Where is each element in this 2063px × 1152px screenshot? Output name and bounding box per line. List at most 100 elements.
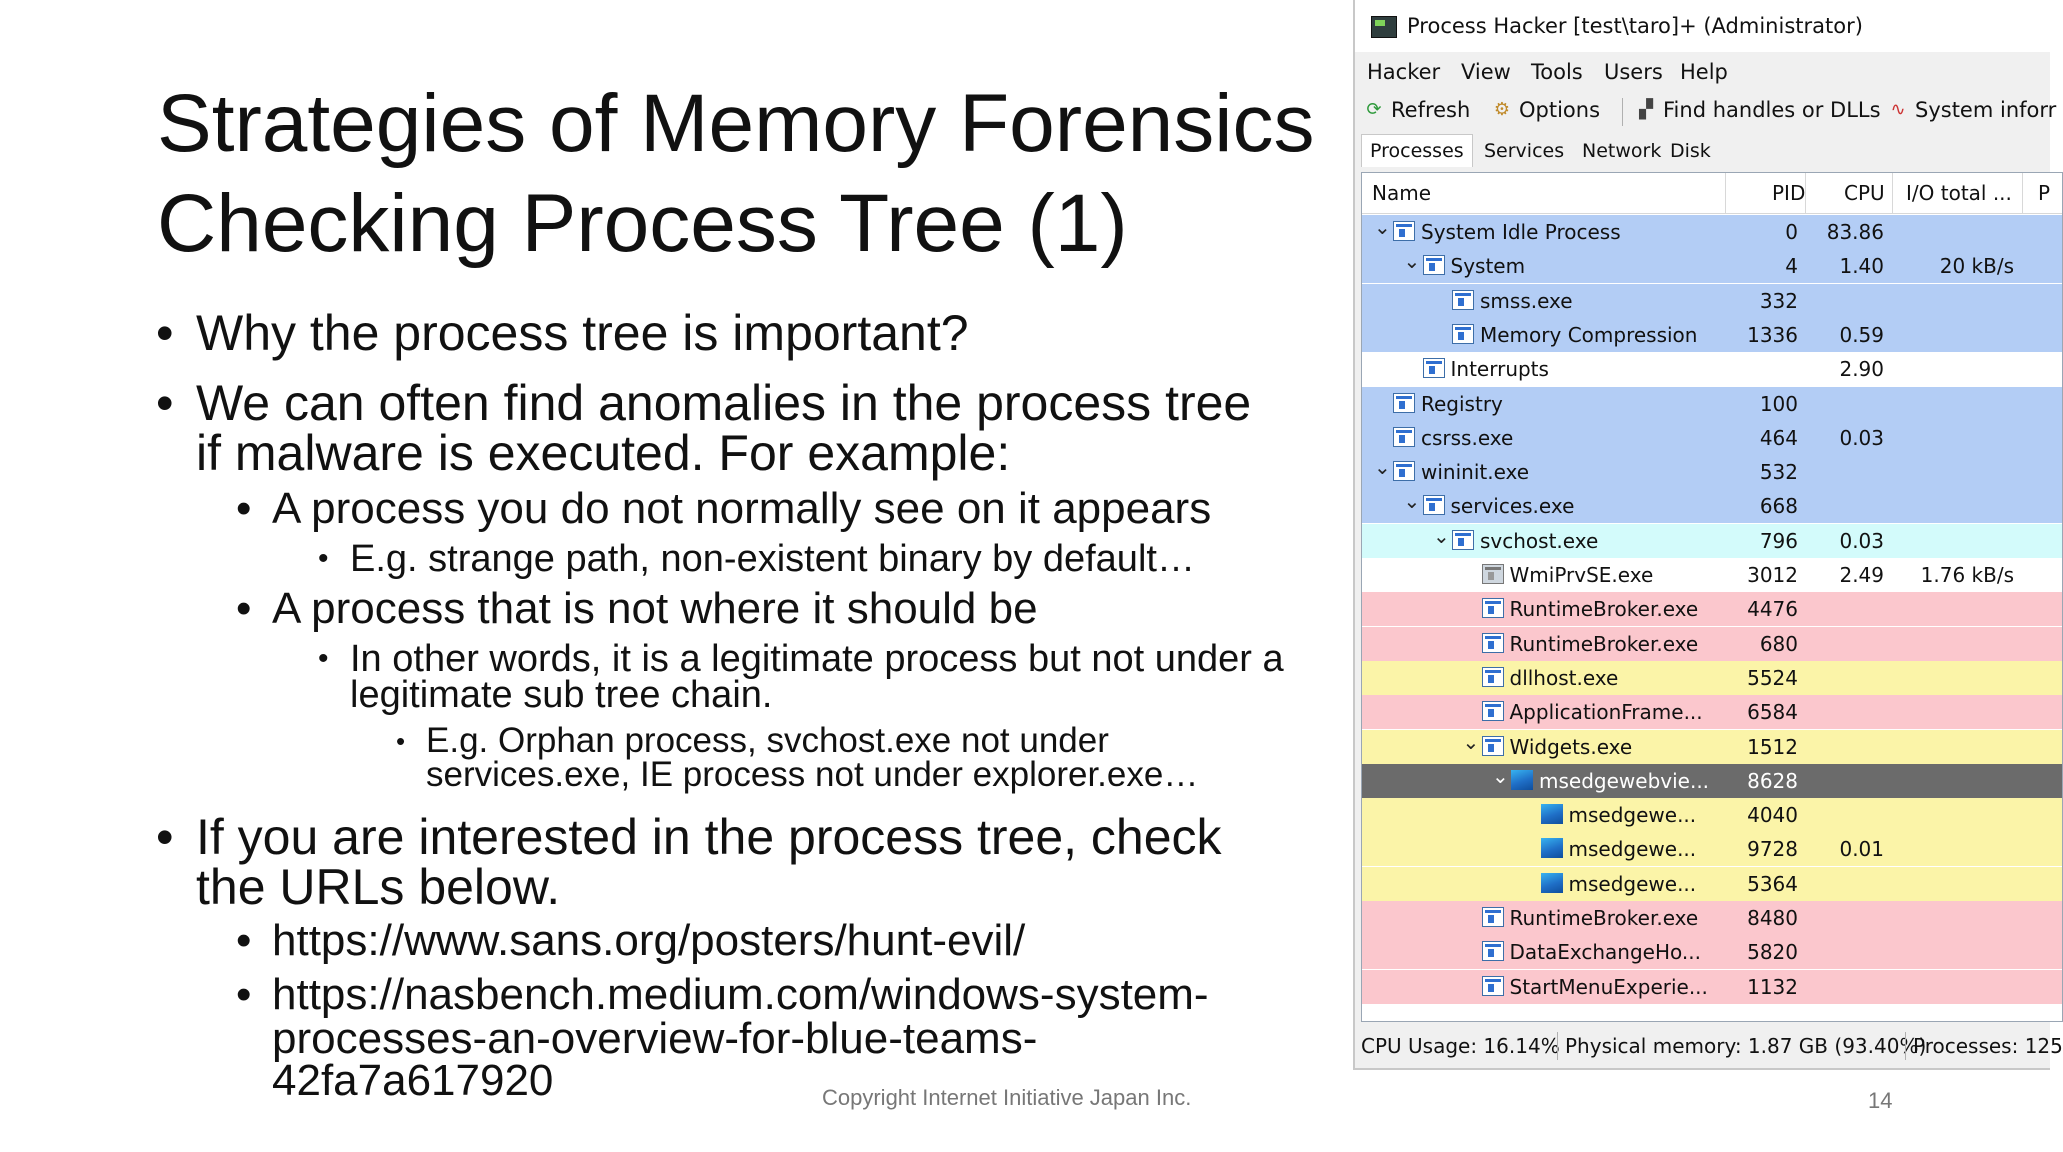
- column-divider[interactable]: [2022, 173, 2023, 213]
- process-io-total: 1.76 kB/s: [1920, 563, 2014, 587]
- column-header-io-total[interactable]: I/O total ...: [1906, 181, 2012, 205]
- process-row[interactable]: ApplicationFrame... 6584: [1362, 695, 2062, 730]
- process-name: ApplicationFrame...: [1509, 700, 1703, 725]
- expand-chevron-icon[interactable]: ⌄: [1492, 763, 1509, 788]
- tab-disk[interactable]: Disk: [1670, 140, 1711, 162]
- column-header-extra[interactable]: P: [2038, 181, 2051, 205]
- bullet-continuation: 42fa7a617920: [272, 1056, 554, 1105]
- system-information-button[interactable]: ∿ System inforr: [1887, 98, 2056, 122]
- process-cpu: [1812, 764, 1884, 798]
- expand-chevron-icon[interactable]: ⌄: [1374, 455, 1391, 480]
- expand-chevron-icon[interactable]: ⌄: [1433, 523, 1450, 548]
- process-row[interactable]: ⌄ System Idle Process 0 83.86: [1362, 215, 2062, 249]
- tab-processes[interactable]: Processes: [1361, 134, 1473, 167]
- sub-bullet-item: •https://www.sans.org/posters/hunt-evil/: [236, 916, 1026, 965]
- process-cpu: 0.59: [1839, 322, 1884, 347]
- menu-users[interactable]: Users: [1604, 60, 1663, 84]
- expand-chevron-icon[interactable]: ⌄: [1403, 489, 1421, 514]
- process-row[interactable]: StartMenuExperie...1132: [1362, 969, 2062, 1004]
- refresh-button[interactable]: ⟳ Refresh: [1363, 98, 1470, 122]
- process-name: System Idle Process: [1421, 220, 1621, 244]
- column-header-cpu[interactable]: CPU: [1844, 181, 1885, 205]
- options-button[interactable]: ⚙ Options: [1491, 98, 1600, 122]
- process-window-icon: [1393, 221, 1415, 241]
- window-title-bar[interactable]: Process Hacker [test\taro]+ (Administrat…: [1355, 0, 2050, 52]
- process-pid: 0: [1785, 220, 1798, 244]
- process-pid: 6584: [1747, 700, 1798, 725]
- find-handles-button[interactable]: ▞ Find handles or DLLs: [1635, 98, 1880, 122]
- process-name: msedgewe...: [1568, 837, 1697, 862]
- expand-chevron-icon[interactable]: ⌄: [1374, 215, 1391, 239]
- process-io-total: [1892, 935, 2014, 969]
- process-pid: 332: [1759, 288, 1798, 313]
- column-divider[interactable]: [1805, 173, 1806, 213]
- tab-network[interactable]: Network: [1582, 140, 1662, 162]
- bullet-continuation: the URLs below.: [196, 859, 561, 915]
- process-name: msedgewebvie...: [1539, 768, 1710, 793]
- column-header-name[interactable]: Name: [1372, 181, 1432, 205]
- refresh-icon: ⟳: [1366, 99, 1382, 120]
- process-row[interactable]: ⌄msedgewebvie...8628: [1362, 763, 2062, 798]
- process-io-total: [1892, 421, 2014, 455]
- process-io-total: [1892, 592, 2014, 626]
- process-window-icon: [1422, 495, 1445, 516]
- bullet-continuation: legitimate sub tree chain.: [350, 674, 773, 716]
- process-window-icon: [1452, 529, 1474, 550]
- process-window-icon: [1452, 289, 1474, 310]
- process-io-total: [1892, 764, 2014, 798]
- process-window-icon: [1452, 323, 1474, 344]
- process-window-icon: [1481, 941, 1504, 962]
- process-name: services.exe: [1450, 494, 1575, 519]
- menu-tools[interactable]: Tools: [1531, 60, 1583, 84]
- process-window-icon: [1481, 907, 1504, 927]
- process-name: Registry: [1421, 391, 1503, 416]
- process-row[interactable]: msedgewe...4040: [1362, 798, 2062, 833]
- menu-help[interactable]: Help: [1680, 60, 1728, 84]
- expand-chevron-icon[interactable]: ⌄: [1462, 729, 1480, 754]
- menu-hacker[interactable]: Hacker: [1367, 60, 1441, 84]
- expand-chevron-icon[interactable]: ⌄: [1403, 249, 1421, 274]
- bullet-continuation: if malware is executed. For example:: [196, 425, 1011, 481]
- process-row[interactable]: DataExchangeHo...5820: [1362, 935, 2062, 970]
- process-pid: 464: [1759, 425, 1798, 450]
- column-divider[interactable]: [1725, 173, 1726, 213]
- process-pid: 796: [1759, 528, 1798, 553]
- process-cpu: [1812, 387, 1884, 421]
- process-cpu: 83.86: [1826, 220, 1884, 244]
- status-separator: [1905, 1032, 1906, 1060]
- gear-icon: ⚙: [1493, 99, 1511, 120]
- column-header-pid[interactable]: PID: [1772, 181, 1806, 205]
- process-name: RuntimeBroker.exe: [1509, 906, 1699, 930]
- tab-services[interactable]: Services: [1484, 140, 1565, 162]
- process-row[interactable]: msedgewe...5364: [1362, 866, 2062, 901]
- process-window-icon: [1481, 632, 1504, 653]
- menu-view[interactable]: View: [1461, 60, 1511, 84]
- process-io-total: [1892, 832, 2014, 866]
- process-io-total: 20 kB/s: [1939, 254, 2014, 279]
- column-divider[interactable]: [1892, 173, 1893, 213]
- process-io-total: [1892, 489, 2014, 523]
- sub-bullet-item: •https://nasbench.medium.com/windows-sys…: [236, 970, 1209, 1019]
- binoculars-icon: ▞: [1639, 99, 1653, 120]
- process-window-icon: [1422, 255, 1445, 276]
- process-window-icon: [1481, 701, 1504, 722]
- process-io-total: [1892, 352, 2014, 386]
- process-cpu: [1812, 901, 1884, 935]
- process-name: Interrupts: [1450, 357, 1549, 382]
